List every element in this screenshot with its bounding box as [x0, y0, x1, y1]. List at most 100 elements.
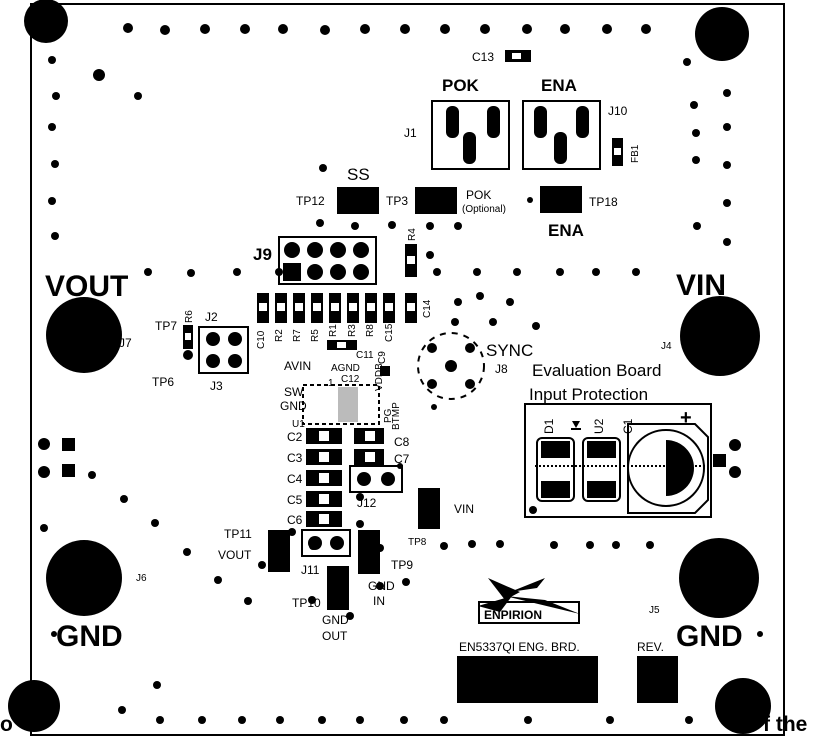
pin1-label: 1 [328, 378, 334, 389]
c13-label: C13 [472, 50, 494, 64]
vout-small-label: VOUT [218, 548, 252, 562]
u1-ic-outline [302, 384, 380, 425]
j2-label: J2 [205, 310, 218, 324]
vin-small-label: VIN [454, 502, 474, 516]
sync-label: SYNC [486, 341, 533, 360]
j5-label: J5 [649, 605, 660, 616]
gnd-terminal-pad-right [679, 538, 759, 618]
tp18-pad [540, 186, 582, 213]
tp8-label: TP8 [408, 537, 427, 548]
tp12-pad [337, 187, 379, 214]
part-number-label: EN5337QI ENG. BRD. [459, 640, 580, 654]
j11-label: J11 [301, 563, 320, 577]
j10-pins [534, 106, 589, 164]
d1-component [536, 437, 575, 502]
sync-pins [427, 343, 475, 389]
avin-label: AVIN [284, 359, 311, 373]
r6-label: R6 [184, 310, 195, 323]
j12-label: J12 [357, 496, 377, 510]
revision-bar [637, 656, 678, 703]
j6-label: J6 [136, 573, 147, 584]
j1-label: J1 [404, 126, 417, 140]
gnd-small-label: GND [280, 399, 307, 413]
resistor-row [257, 293, 417, 323]
vin-label: VIN [676, 269, 726, 302]
board-outline [30, 3, 785, 736]
gnd-left-label: GND [56, 620, 123, 653]
u2-label: U2 [592, 418, 606, 434]
gnd-in-test-point [358, 530, 380, 574]
sync-connector-outline [417, 332, 485, 400]
j9-header [278, 236, 377, 285]
tp6-pad [183, 350, 193, 360]
vddb-label: VDDB [374, 363, 385, 391]
pad-square [62, 438, 75, 451]
part-number-bar [457, 656, 598, 703]
vin-test-point [418, 488, 440, 529]
capacitor-column [306, 428, 384, 527]
gnd-in-sub: IN [373, 594, 385, 608]
brand-label: ENPIRION [484, 608, 542, 622]
c14-label: C14 [422, 299, 433, 318]
ena-label: ENA [541, 76, 577, 95]
c1-capacitor-outline [627, 423, 709, 514]
j9-pins [283, 242, 369, 281]
c15-label: C15 [384, 323, 395, 342]
via-dots [38, 23, 763, 724]
c9-pad [380, 366, 390, 376]
pok-label: POK [442, 76, 480, 95]
c9-label: C9 [377, 351, 388, 364]
enpirion-logo [478, 578, 580, 624]
tp11-label: TP11 [224, 527, 252, 541]
j11-header [301, 529, 351, 557]
tp7-label: TP7 [155, 319, 177, 333]
c4-label: C4 [287, 472, 303, 486]
mounting-hole-top-right [695, 7, 749, 61]
tp18-label: TP18 [589, 195, 618, 209]
gnd-out-test-point [327, 566, 349, 610]
j8-label: J8 [495, 362, 508, 376]
j1-pins [446, 106, 500, 164]
tp12-label: TP12 [296, 194, 325, 208]
j2-j3-pins [206, 332, 242, 368]
d1-label: D1 [542, 418, 556, 434]
r4-label: R4 [407, 228, 418, 241]
gnd-out-sub: OUT [322, 629, 348, 643]
pad-square [713, 454, 726, 467]
mounting-hole-bottom-right [715, 678, 771, 734]
u1-thermal-pad [338, 387, 358, 422]
gnd-right-label: GND [676, 620, 743, 653]
r3-label: R3 [347, 324, 358, 337]
ss-label: SS [347, 165, 370, 184]
j9-label: J9 [253, 245, 272, 264]
tp9-label: TP9 [391, 558, 413, 572]
tp3-label: TP3 [386, 194, 408, 208]
pg-label: PG [383, 408, 394, 423]
fb1-label: FB1 [630, 144, 641, 163]
c7-label: C7 [394, 452, 410, 466]
c10-label: C10 [256, 330, 267, 349]
gnd-terminal-pad-left [46, 540, 122, 616]
r8-label: R8 [365, 324, 376, 337]
vout-label: VOUT [45, 270, 128, 303]
evaluation-board-label: Evaluation Board [532, 361, 661, 380]
pok-optional-label: POK [466, 188, 491, 202]
vin-terminal-pad [680, 296, 760, 376]
r5-label: R5 [310, 329, 321, 342]
tp10-label: TP10 [292, 596, 321, 610]
input-protection-box [524, 403, 712, 518]
input-protection-label: Input Protection [529, 385, 648, 404]
j2-j3-header [198, 326, 249, 374]
r1-label: R1 [328, 324, 339, 337]
c5-label: C5 [287, 493, 303, 507]
mounting-hole-top-left [24, 0, 68, 43]
j3-label: J3 [210, 379, 223, 393]
sw-label: SW [284, 385, 304, 399]
caption-right: f the [763, 713, 808, 736]
gnd-in-label: GND [368, 579, 395, 593]
caption-left: o [0, 713, 13, 736]
btmp-label: BTMP [391, 402, 402, 430]
c1-label: C1 [621, 418, 635, 434]
j7-label: J7 [119, 336, 132, 350]
